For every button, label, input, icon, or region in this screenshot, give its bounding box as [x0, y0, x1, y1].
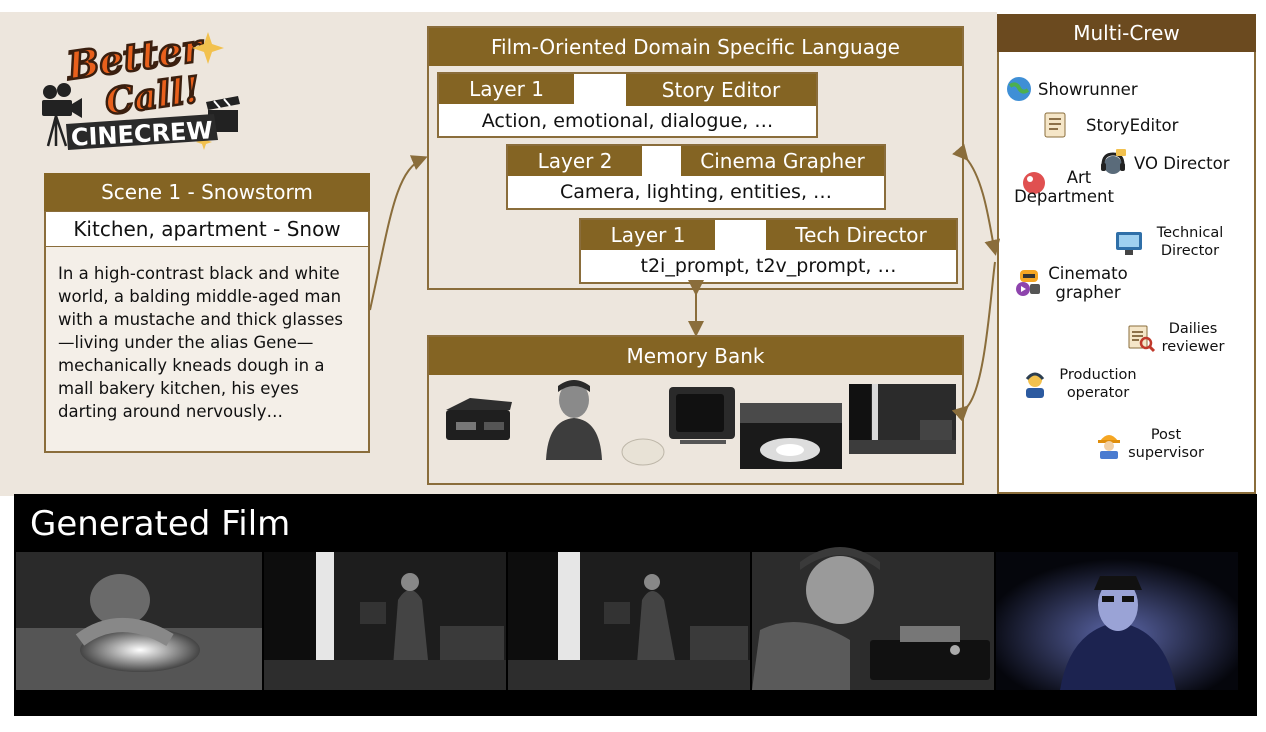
role-label: Tech Director	[766, 220, 956, 250]
crew-label: Dailies reviewer	[1161, 321, 1225, 355]
crew-story-editor: StoryEditor	[1040, 110, 1178, 140]
crew-label: Post supervisor	[1128, 427, 1204, 461]
palette-icon	[1023, 172, 1045, 194]
crew-post-supervisor: Post supervisor	[1094, 426, 1206, 462]
crew-label: Production operator	[1059, 367, 1137, 401]
crew-vo-director: VO Director	[1098, 148, 1230, 178]
generated-film-title: Generated Film	[30, 504, 291, 544]
logo-line3: CINECREW	[70, 116, 213, 151]
script-icon	[1044, 112, 1066, 138]
cinecrew-logo: Better Call! CINECREW	[42, 28, 240, 152]
crew-label: Showrunner	[1038, 79, 1138, 99]
scene-location: Kitchen, apartment - Snow	[46, 211, 368, 247]
crew-label: Technical Director	[1156, 225, 1224, 259]
scene-title: Scene 1 - Snowstorm	[44, 173, 370, 211]
document-search-icon	[1128, 325, 1156, 353]
robot-camera-icon	[1016, 270, 1040, 296]
crew-label: VO Director	[1134, 153, 1230, 173]
hardhat-icon	[1098, 435, 1120, 459]
monitor-icon	[1116, 232, 1142, 255]
globe-icon	[1007, 77, 1031, 101]
role-label: Cinema Grapher	[681, 146, 884, 176]
movie-camera-icon	[42, 83, 82, 147]
scene-description: In a high-contrast black and white world…	[58, 264, 344, 421]
crew-label: Cinemato grapher	[1048, 264, 1128, 302]
crew-cinematographer: Cinemato grapher	[1014, 264, 1128, 302]
crew-technical-director: Technical Director	[1114, 224, 1230, 260]
crew-label: Art Department	[1014, 168, 1114, 206]
role-label: Story Editor	[626, 74, 816, 106]
crew-dailies-reviewer: Dailies reviewer	[1126, 320, 1228, 356]
crew-showrunner: Showrunner	[1004, 74, 1138, 104]
multi-crew-title: Multi-Crew	[997, 14, 1256, 52]
headset-icon	[1101, 149, 1126, 174]
layer-label: Layer 1	[439, 74, 574, 104]
multi-crew-panel	[997, 14, 1256, 494]
sparkle-icon	[192, 32, 224, 64]
crew-production-operator: Production operator	[1020, 366, 1138, 402]
layer-content: Action, emotional, dialogue, …	[481, 110, 774, 132]
layer-content: Camera, lighting, entities, …	[559, 181, 833, 203]
layer-label: Layer 1	[581, 220, 715, 250]
sparkle-small-icon	[196, 134, 212, 150]
operator-icon	[1025, 372, 1045, 398]
layer-content: t2i_prompt, t2v_prompt, …	[640, 255, 897, 277]
crew-label: StoryEditor	[1086, 115, 1179, 135]
layer-label: Layer 2	[508, 146, 642, 176]
memory-bank-title: Memory Bank	[429, 337, 962, 375]
dsl-title: Film-Oriented Domain Specific Language	[429, 28, 962, 66]
